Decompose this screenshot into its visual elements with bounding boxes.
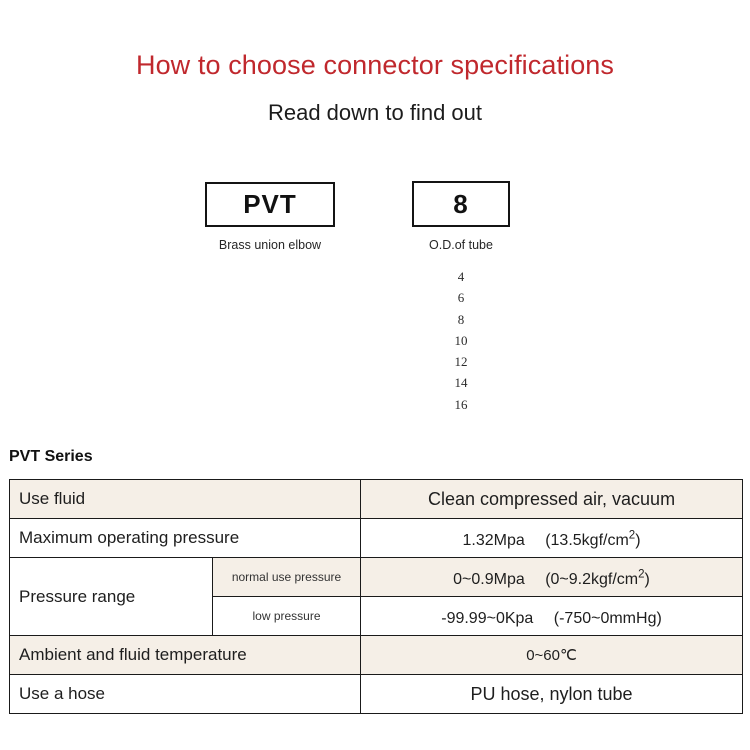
list-item: 6 <box>457 290 465 306</box>
table-row: Ambient and fluid temperature 0~60℃ <box>8 635 744 675</box>
row-value-normal-use-pressure: 0~0.9Mpa (0~9.2kgf/cm2) <box>360 557 744 597</box>
table-row: Pressure range normal use pressure 0~0.9… <box>9 557 744 636</box>
list-item: 10 <box>454 332 468 348</box>
value-main: 0~0.9Mpa (0~9.2kgf/cm <box>453 571 639 588</box>
table-row: Use fluid Clean compressed air, vacuum <box>8 479 744 519</box>
page-title: How to choose connector specifications <box>135 50 615 80</box>
list-item: 4 <box>457 269 465 284</box>
row-sublabel-low-pressure: low pressure <box>211 596 362 636</box>
list-item: 8 <box>457 311 465 327</box>
spec-section-title: PVT Series <box>9 448 93 465</box>
row-value-use-fluid: Clean compressed air, vacuum <box>360 479 744 519</box>
list-item: 14 <box>454 375 468 391</box>
tube-size-option-list: 4 6 8 10 12 14 16 <box>412 266 510 415</box>
row-value-low-pressure: -99.99~0Kpa (-750~0mmHg) <box>360 596 744 636</box>
specification-table: Use fluid Clean compressed air, vacuum M… <box>8 479 744 714</box>
value-tail: ) <box>635 532 641 549</box>
series-code-box: PVT <box>205 182 335 227</box>
value-superscript: 2 <box>638 568 645 581</box>
list-item: 16 <box>454 396 468 412</box>
row-label-max-operating-pressure: Maximum operating pressure <box>8 518 362 558</box>
series-code-caption: Brass union elbow <box>218 238 322 252</box>
value-superscript: 2 <box>628 529 636 542</box>
value-tail: ) <box>644 571 650 588</box>
row-value-ambient-fluid-temperature: 0~60℃ <box>360 635 744 675</box>
row-value-max-operating-pressure: 1.32Mpa (13.5kgf/cm2) <box>360 518 744 558</box>
row-value-use-a-hose: PU hose, nylon tube <box>360 674 744 714</box>
page-subtitle: Read down to find out <box>267 100 483 125</box>
table-row: Use a hose PU hose, nylon tube <box>8 674 744 714</box>
list-item: 12 <box>454 354 468 370</box>
table-row: Maximum operating pressure 1.32Mpa (13.5… <box>8 518 744 558</box>
row-sublabel-normal-use-pressure: normal use pressure <box>211 557 362 597</box>
row-label-use-fluid: Use fluid <box>8 479 362 519</box>
row-label-pressure-range: Pressure range <box>9 557 213 636</box>
tube-size-caption: O.D.of tube <box>429 238 493 252</box>
tube-size-box: 8 <box>412 181 510 227</box>
row-label-ambient-fluid-temperature: Ambient and fluid temperature <box>8 635 362 675</box>
value-main: 1.32Mpa (13.5kgf/cm <box>462 532 629 549</box>
row-label-use-a-hose: Use a hose <box>8 674 362 714</box>
